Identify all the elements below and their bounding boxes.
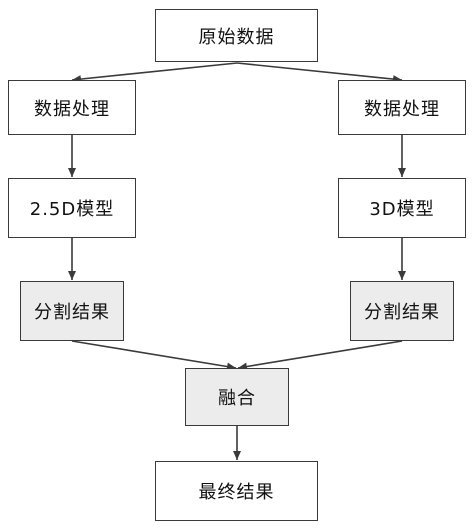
node-model-25d-label: 2.5D模型: [29, 199, 115, 220]
node-process-left-label: 数据处理: [34, 98, 110, 120]
node-seg-left-label: 分割结果: [34, 302, 110, 323]
node-model-3d: 3D模型: [338, 178, 466, 238]
node-final-label: 最终结果: [198, 482, 275, 503]
node-seg-left: 分割结果: [20, 281, 124, 341]
node-model-25d: 2.5D模型: [8, 178, 136, 238]
node-model-3d-label: 3D模型: [369, 199, 435, 220]
node-seg-right-label: 分割结果: [364, 302, 440, 323]
arrow-seg-left-to-fusion: [71, 340, 237, 371]
node-fusion-label: 融合: [218, 388, 256, 409]
node-raw-data-label: 原始数据: [198, 26, 275, 48]
node-seg-right: 分割结果: [350, 281, 454, 341]
node-process-right: 数据处理: [338, 80, 466, 135]
arrow-raw-to-process-right: [236, 62, 403, 84]
node-process-right-label: 数据处理: [364, 98, 440, 120]
node-final: 最终结果: [155, 461, 318, 521]
arrow-seg-right-to-fusion: [237, 340, 403, 371]
node-fusion: 融合: [185, 368, 289, 426]
node-raw-data: 原始数据: [155, 9, 318, 62]
node-process-left: 数据处理: [8, 80, 136, 135]
arrow-raw-to-process-left: [71, 62, 238, 84]
